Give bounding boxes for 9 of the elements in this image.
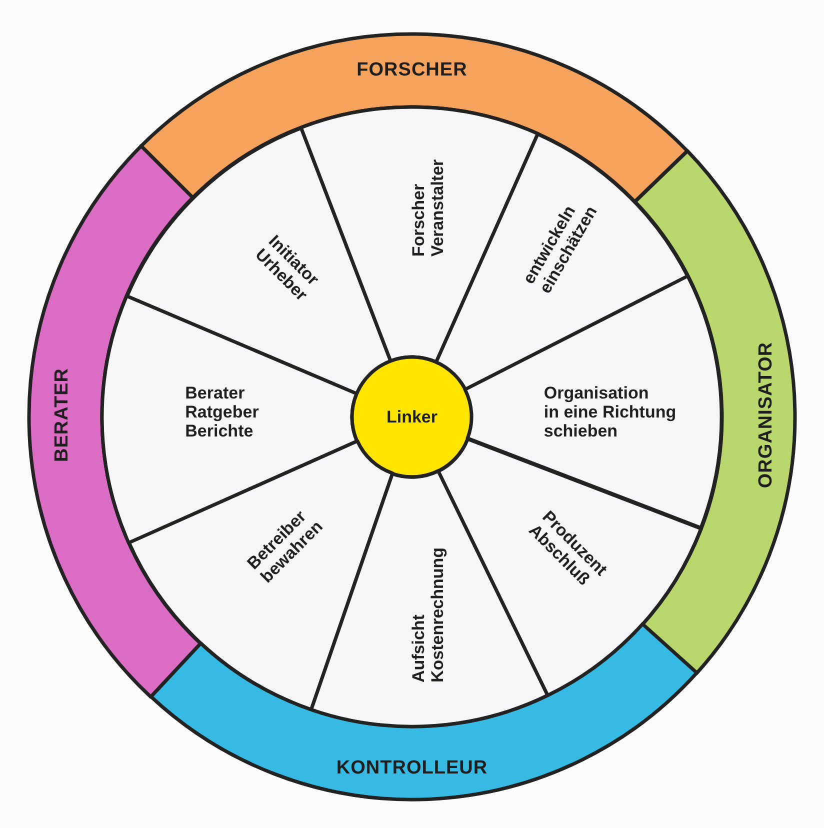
role-text: Berater Ratgeber Berichte bbox=[185, 383, 259, 441]
role-text: Organisation in eine Richtung schieben bbox=[544, 383, 676, 441]
role-label: ORGANISATOR bbox=[755, 342, 777, 488]
role-label: FORSCHER bbox=[356, 59, 468, 81]
role-label: KONTROLLEUR bbox=[336, 757, 488, 779]
role-text: Forscher Veranstalter bbox=[408, 159, 448, 257]
role-text: Aufsicht Kostenrechnung bbox=[408, 547, 448, 683]
role-label: BERATER bbox=[51, 368, 73, 462]
role-text: Linker bbox=[386, 407, 438, 427]
